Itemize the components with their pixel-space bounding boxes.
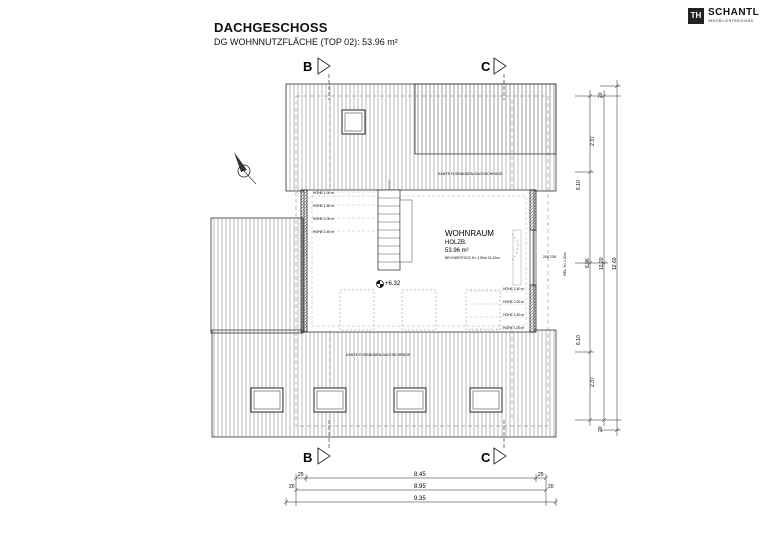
section-marker-b-top xyxy=(317,57,331,100)
dim-right-seg-1: 20 xyxy=(598,92,604,98)
height-left-2: HÖHE 1.50 m xyxy=(313,204,334,208)
level-marker-icon xyxy=(376,280,384,288)
dim-bottom-edge-left: 20 xyxy=(289,484,295,490)
dimension-lines-right xyxy=(575,80,621,436)
section-marker-b-bottom xyxy=(317,420,331,465)
room-name: WOHNRAUM xyxy=(445,229,494,238)
room-floor: HOLZB. xyxy=(445,240,467,246)
room-note: BEI KNIESTOCK H= 1.50m 31.32m² xyxy=(445,256,501,260)
dim-bottom-small-left: 25 xyxy=(298,472,304,478)
height-left-4: HÖHE 2.40 m xyxy=(313,230,334,234)
roof-edge-bottom-label: KANTE FUSSBODEN-DACHSCHRÄGE xyxy=(346,353,411,357)
window-label: 208 238 xyxy=(543,255,556,259)
dim-bottom-middle: 8.95 xyxy=(414,484,426,490)
page-subtitle: DG WOHNNUTZFLÄCHE (TOP 02): 53.96 m² xyxy=(214,37,398,47)
wall-right-lower xyxy=(529,284,537,333)
logo-tagline: IMMOBILIENTREUHAND xyxy=(708,19,754,23)
skylight-bottom-3 xyxy=(393,387,427,413)
level-value: +6.32 xyxy=(385,281,401,287)
height-right-2: HÖHE 2.00 m xyxy=(503,300,524,304)
interior-floor xyxy=(303,189,535,333)
dim-right-seg-6: 20 xyxy=(598,426,604,432)
roof-bottom xyxy=(211,329,557,438)
page-title: DACHGESCHOSS xyxy=(214,20,328,35)
dim-right-overall1: 12.20 xyxy=(599,257,605,270)
dim-right-seg-4: 6.10 xyxy=(576,335,582,345)
section-label-b-top: B xyxy=(303,59,312,74)
skylight-bottom-2 xyxy=(313,387,347,413)
dim-right-seg-2: 2.37 xyxy=(590,136,596,146)
north-arrow-icon xyxy=(234,152,257,185)
height-left-1: HÖHE 1.00 m xyxy=(313,191,334,195)
section-marker-c-bottom xyxy=(493,420,507,465)
wall-left xyxy=(300,189,308,333)
roof-left-dormer xyxy=(210,217,304,334)
dimension-lines-bottom xyxy=(283,474,559,506)
section-marker-c-top xyxy=(493,57,507,100)
skylight-top xyxy=(341,109,366,135)
dim-bottom-edge-right: 20 xyxy=(548,484,554,490)
room-area: 53.96 m² xyxy=(445,248,469,254)
section-label-c-top: C xyxy=(481,59,491,74)
roof-top-right-hatched xyxy=(414,83,557,155)
dim-right-seg-5: 2.37 xyxy=(590,377,596,387)
logo-mark: TH xyxy=(688,8,704,24)
wall-right xyxy=(529,189,537,231)
dim-right-seg-3: 6.10 xyxy=(576,180,582,190)
dim-bottom-inner: 8.45 xyxy=(414,472,426,478)
logo-name: SCHANTL xyxy=(708,7,760,18)
section-label-b-bottom: B xyxy=(303,450,312,465)
skylight-note: GEL. H= 1.50m xyxy=(563,252,567,276)
height-left-3: HÖHE 2.00 m xyxy=(313,217,334,221)
roof-edge-top-label: KANTE FUSSBODEN-DACHSCHRÄGE xyxy=(438,172,503,176)
section-label-c-bottom: C xyxy=(481,450,491,465)
dim-right-overall2: 12.60 xyxy=(612,257,618,270)
dim-right-mid: 6.96 xyxy=(585,258,591,268)
height-right-4: HÖHE 1.00 m xyxy=(503,326,524,330)
height-right-1: HÖHE 2.40 m xyxy=(503,287,524,291)
brand-logo: TH SCHANTL IMMOBILIENTREUHAND xyxy=(688,6,766,28)
dim-bottom-outer: 9.35 xyxy=(414,496,426,502)
height-right-3: HÖHE 1.50 m xyxy=(503,313,524,317)
skylight-bottom-4 xyxy=(469,387,503,413)
dim-bottom-small-right: 25 xyxy=(538,472,544,478)
skylight-bottom-1 xyxy=(250,387,284,413)
staircase xyxy=(377,180,413,271)
